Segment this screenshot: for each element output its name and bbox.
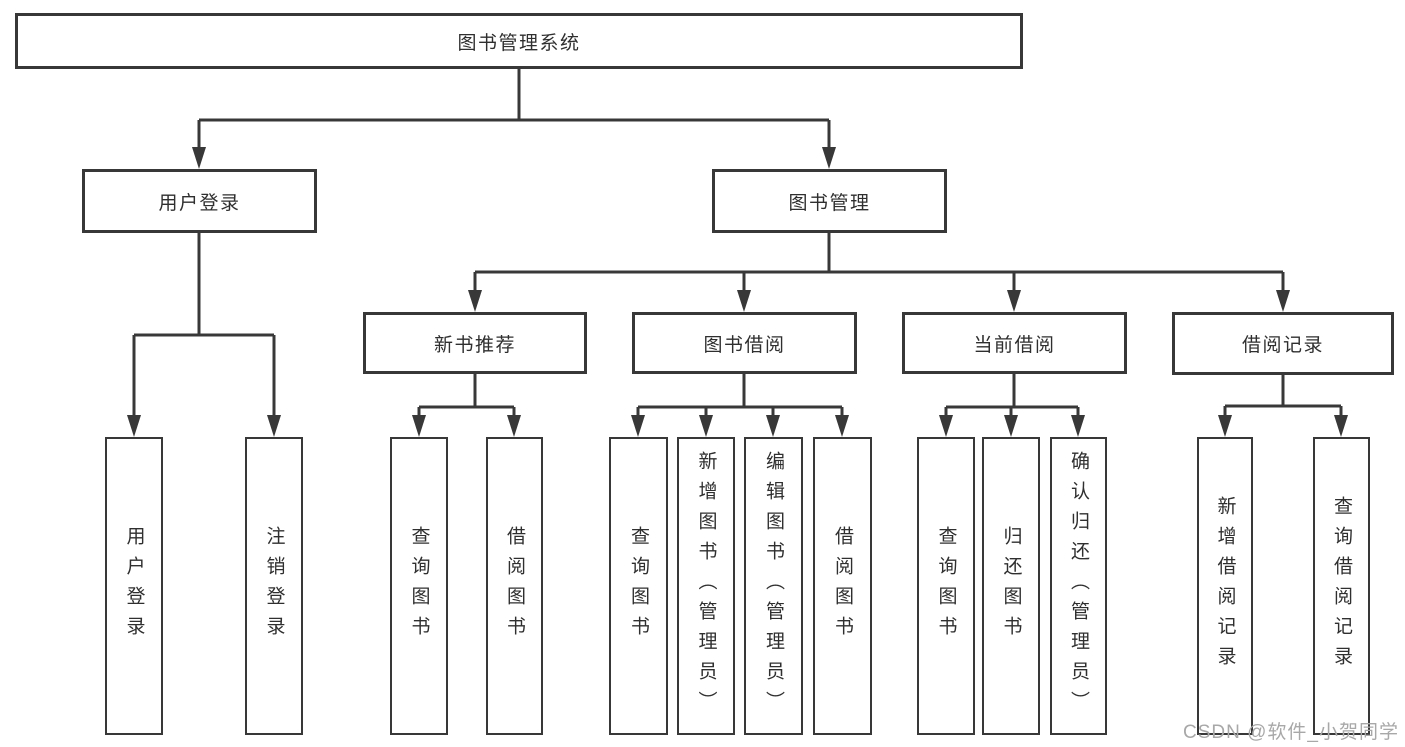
node-root: 图书管理系统 <box>15 13 1023 69</box>
node-label-user-login: 用户登录 <box>158 192 241 214</box>
connector-borrow-records-children <box>1218 375 1348 437</box>
node-label-leaf-nbr-borrow-book: 借阅图书 <box>504 526 525 646</box>
node-label-leaf-cb-query-book: 查询图书 <box>935 526 957 646</box>
node-borrow-records: 借阅记录 <box>1172 312 1394 375</box>
arrowhead-icon <box>822 147 836 169</box>
node-book-borrow: 图书借阅 <box>632 312 857 374</box>
node-label-leaf-br-add-record: 新增借阅记录 <box>1214 496 1236 676</box>
node-label-leaf-nbr-query-book: 查询图书 <box>408 526 430 646</box>
connector-book-management-to-level3 <box>468 233 1290 312</box>
arrowhead-icon <box>267 415 281 437</box>
node-label-leaf-bb-add-book: 新增图书（管理员） <box>695 451 717 721</box>
node-leaf-cb-confirm-return: 确认归还（管理员） <box>1050 437 1107 735</box>
node-label-leaf-br-query-record: 查询借阅记录 <box>1331 496 1352 676</box>
arrowhead-icon <box>939 415 953 437</box>
node-leaf-bb-borrow-book: 借阅图书 <box>813 437 872 735</box>
arrowhead-icon <box>1004 415 1018 437</box>
node-label-leaf-logout: 注销登录 <box>263 526 285 646</box>
arrowhead-icon <box>507 415 521 437</box>
node-book-management: 图书管理 <box>712 169 947 233</box>
node-leaf-nbr-borrow-book: 借阅图书 <box>486 437 543 735</box>
node-label-leaf-cb-return-book: 归还图书 <box>1000 526 1022 646</box>
arrowhead-icon <box>468 290 482 312</box>
connector-root-to-level2 <box>192 69 836 169</box>
connector-user-login-to-children <box>127 233 281 437</box>
node-label-new-book-recommend: 新书推荐 <box>433 334 516 356</box>
node-leaf-cb-return-book: 归还图书 <box>982 437 1040 735</box>
node-leaf-logout: 注销登录 <box>245 437 303 735</box>
arrowhead-icon <box>127 415 141 437</box>
arrowhead-icon <box>192 147 206 169</box>
node-label-leaf-bb-borrow-book: 借阅图书 <box>832 526 853 646</box>
csdn-watermark: CSDN @软件_小贺同学 <box>1183 722 1399 743</box>
arrowhead-icon <box>1276 290 1290 312</box>
node-leaf-nbr-query-book: 查询图书 <box>390 437 448 735</box>
node-new-book-recommend: 新书推荐 <box>363 312 587 374</box>
node-label-current-borrow: 当前借阅 <box>973 334 1056 356</box>
node-leaf-bb-edit-book: 编辑图书（管理员） <box>744 437 803 735</box>
arrowhead-icon <box>737 290 751 312</box>
connector-new-book-recommend-children <box>412 374 521 437</box>
node-user-login: 用户登录 <box>82 169 317 233</box>
arrowhead-icon <box>1007 290 1021 312</box>
node-label-leaf-user-login: 用户登录 <box>123 526 145 646</box>
node-label-root: 图书管理系统 <box>457 32 581 54</box>
node-current-borrow: 当前借阅 <box>902 312 1127 374</box>
node-label-leaf-bb-edit-book: 编辑图书（管理员） <box>763 451 784 721</box>
connector-book-borrow-children <box>631 374 849 437</box>
arrowhead-icon <box>1334 415 1348 437</box>
node-leaf-br-query-record: 查询借阅记录 <box>1313 437 1370 735</box>
arrowhead-icon <box>1071 415 1085 437</box>
arrowhead-icon <box>766 415 780 437</box>
arrowhead-icon <box>835 415 849 437</box>
arrowhead-icon <box>699 415 713 437</box>
arrowhead-icon <box>631 415 645 437</box>
connector-current-borrow-children <box>939 374 1085 437</box>
node-leaf-bb-add-book: 新增图书（管理员） <box>677 437 735 735</box>
node-label-borrow-records: 借阅记录 <box>1241 335 1324 356</box>
node-label-book-borrow: 图书借阅 <box>703 334 786 356</box>
node-label-book-management: 图书管理 <box>788 192 871 214</box>
node-leaf-bb-query-book: 查询图书 <box>609 437 668 735</box>
node-leaf-cb-query-book: 查询图书 <box>917 437 975 735</box>
node-label-leaf-cb-confirm-return: 确认归还（管理员） <box>1068 451 1089 721</box>
node-leaf-br-add-record: 新增借阅记录 <box>1197 437 1253 735</box>
arrowhead-icon <box>1218 415 1232 437</box>
arrowhead-icon <box>412 415 426 437</box>
node-leaf-user-login: 用户登录 <box>105 437 163 735</box>
node-label-leaf-bb-query-book: 查询图书 <box>628 526 649 646</box>
